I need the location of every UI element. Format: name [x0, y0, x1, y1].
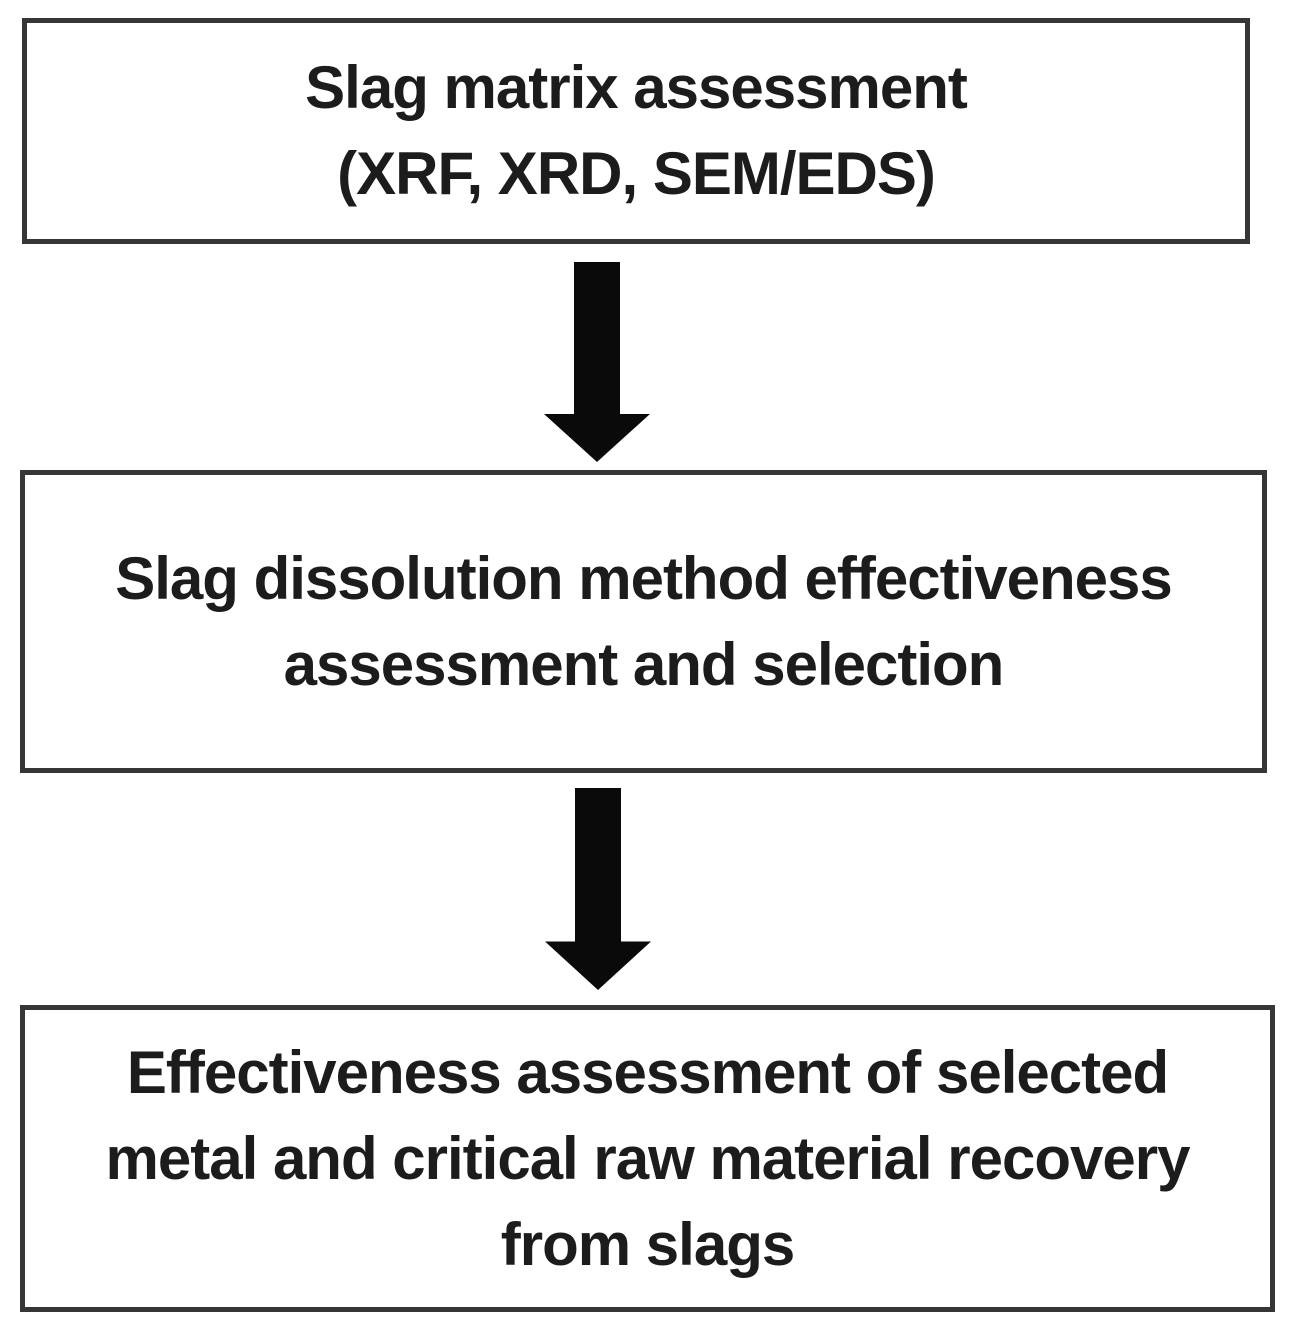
box-dissolution-method-assessment: Slag dissolution method effectiveness as…	[20, 470, 1267, 773]
text-line: Slag matrix assessment	[305, 54, 968, 121]
text-line: from slags	[500, 1210, 795, 1278]
down-arrow-icon	[544, 262, 650, 462]
down-arrow-icon	[545, 788, 651, 990]
text-line: Slag dissolution method effectiveness	[115, 544, 1173, 612]
text-line: Effectiveness assessment of selected	[126, 1038, 1169, 1106]
text-line: metal and critical raw material recovery	[105, 1124, 1191, 1192]
box-slag-matrix-assessment: Slag matrix assessment (XRF, XRD, SEM/ED…	[22, 18, 1250, 244]
text-line: assessment and selection	[283, 630, 1005, 698]
box-recovery-effectiveness-assessment: Effectiveness assessment of selected met…	[20, 1005, 1275, 1312]
text-line: (XRF, XRD, SEM/EDS)	[337, 140, 936, 207]
